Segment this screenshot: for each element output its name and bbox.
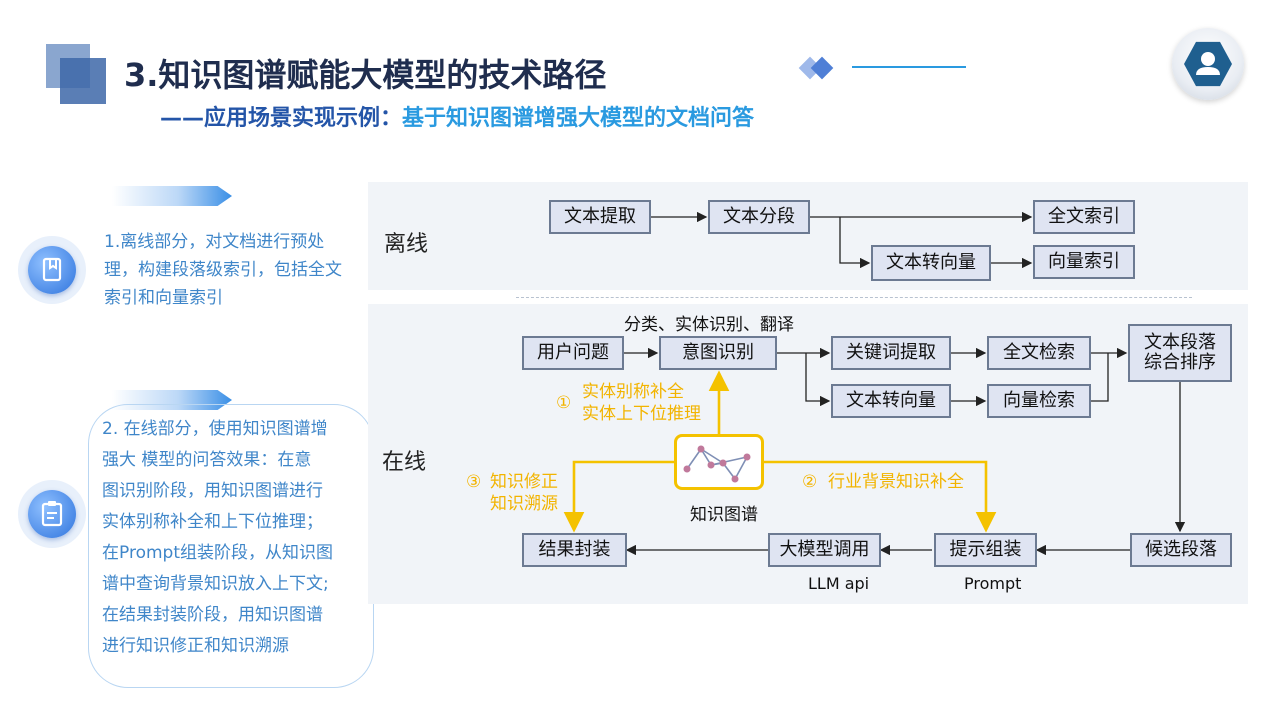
node-intent-recognition: 意图识别	[659, 336, 777, 370]
knowledge-graph-label: 知识图谱	[690, 505, 758, 525]
node-keyword-extract: 关键词提取	[831, 336, 951, 370]
page-subtitle: ——应用场景实现示例：基于知识图谱增强大模型的文档问答	[160, 100, 754, 132]
node-fulltext-search: 全文检索	[987, 336, 1091, 370]
online-line: 实体别称补全和上下位推理；	[102, 512, 323, 532]
kg-link1-text: 实体别称补全 实体上下位推理	[582, 381, 701, 425]
offline-description: 1.离线部分，对文档进行预处理，构建段落级索引，包括全文索引和向量索引	[104, 232, 342, 308]
online-line: 在Prompt组装阶段，从知识图	[102, 543, 333, 563]
avatar	[1172, 28, 1244, 100]
kg-link1-line2: 实体上下位推理	[582, 404, 701, 424]
llm-api-label: LLM api	[808, 574, 870, 593]
kg-link2-text: 行业背景知识补全	[828, 472, 964, 492]
online-line: 强大 模型的问答效果：在意	[102, 450, 312, 470]
node-result-packaging: 结果封装	[522, 533, 627, 567]
kg-link3-text: 知识修正 知识溯源	[490, 471, 558, 515]
node-rank-line2: 综合排序	[1144, 352, 1216, 373]
kg-link1-line1: 实体别称补全	[582, 382, 684, 402]
online-line: 图识别阶段，用知识图谱进行	[102, 481, 323, 501]
section-banner	[112, 390, 232, 410]
node-rank-line1: 文本段落	[1144, 332, 1216, 353]
prompt-label: Prompt	[964, 574, 1022, 593]
kg-link1-number: ①	[556, 393, 572, 413]
section-divider	[516, 297, 1192, 298]
knowledge-graph-icon	[683, 445, 751, 483]
header-line	[852, 66, 966, 68]
node-vector-search: 向量检索	[987, 384, 1091, 418]
user-icon	[1196, 52, 1220, 75]
intent-tasks-label: 分类、实体识别、翻译	[624, 315, 794, 335]
node-fulltext-index: 全文索引	[1033, 200, 1135, 234]
online-icon-badge	[18, 480, 86, 548]
node-text-segment: 文本分段	[708, 200, 810, 234]
node-candidate-paragraphs: 候选段落	[1130, 533, 1232, 567]
subtitle-prefix: ——应用场景实现示例：	[160, 106, 403, 131]
node-online-to-vector: 文本转向量	[831, 384, 951, 418]
decor-square-dark	[60, 58, 106, 104]
node-rank: 文本段落 综合排序	[1128, 324, 1232, 382]
online-line: 在结果封装阶段，用知识图谱	[102, 605, 323, 625]
kg-link2-number: ②	[802, 472, 818, 492]
page-title: 3.知识图谱赋能大模型的技术路径	[124, 56, 607, 94]
section-banner	[112, 186, 232, 206]
kg-link3-line1: 知识修正	[490, 472, 558, 492]
kg-link3-number: ③	[466, 472, 482, 492]
offline-label: 离线	[384, 232, 429, 257]
clipboard-icon	[28, 490, 76, 538]
online-line: 2. 在线部分，使用知识图谱增	[102, 419, 328, 439]
knowledge-graph-box	[674, 434, 764, 490]
node-llm-call: 大模型调用	[768, 533, 881, 567]
offline-icon-badge	[18, 236, 86, 304]
kg-link3-line2: 知识溯源	[490, 494, 558, 514]
node-user-question: 用户问题	[522, 336, 624, 370]
node-text-extract: 文本提取	[549, 200, 651, 234]
online-label: 在线	[382, 450, 427, 475]
node-vector-index: 向量索引	[1033, 245, 1135, 279]
online-line: 进行知识修正和知识溯源	[102, 636, 289, 656]
online-line: 谱中查询背景知识放入上下文;	[102, 574, 329, 594]
node-prompt-assembly: 提示组装	[934, 533, 1037, 567]
online-description: 2. 在线部分，使用知识图谱增 强大 模型的问答效果：在意 图识别阶段，用知识图…	[102, 414, 366, 662]
subtitle-main: 基于知识图谱增强大模型的文档问答	[402, 106, 755, 131]
node-text-to-vector: 文本转向量	[871, 245, 991, 281]
book-icon	[28, 246, 76, 294]
